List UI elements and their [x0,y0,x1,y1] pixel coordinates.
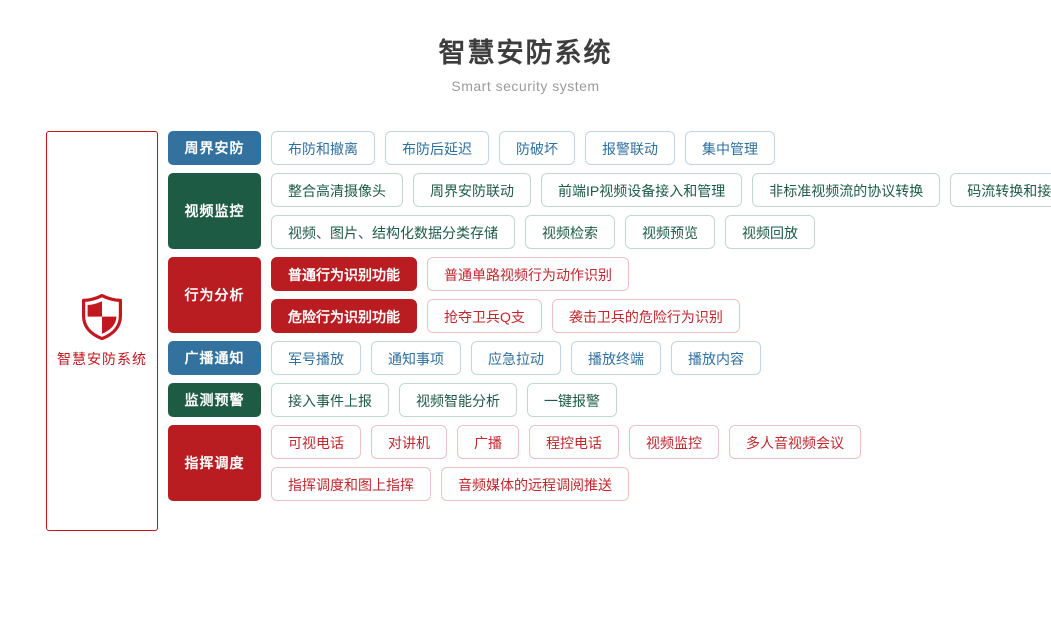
item-line: 可视电话 对讲机 广播 程控电话 视频监控 多人音视频会议 [271,425,1051,459]
category-rows: 周界安防 布防和撤离 布防后延迟 防破坏 报警联动 集中管理 视频监控 整合高清… [168,131,1051,501]
feature-item[interactable]: 广播 [457,425,519,459]
row-perimeter-security: 周界安防 布防和撤离 布防后延迟 防破坏 报警联动 集中管理 [168,131,1051,165]
feature-item[interactable]: 程控电话 [529,425,619,459]
feature-item[interactable]: 视频、图片、结构化数据分类存储 [271,215,515,249]
items-video-surveillance: 整合高清摄像头 周界安防联动 前端IP视频设备接入和管理 非标准视频流的协议转换… [271,173,1051,249]
items-broadcast-notification: 军号播放 通知事项 应急拉动 播放终端 播放内容 [271,341,1051,375]
feature-item[interactable]: 周界安防联动 [413,173,531,207]
row-command-dispatch: 指挥调度 可视电话 对讲机 广播 程控电话 视频监控 多人音视频会议 指挥调度和… [168,425,1051,501]
category-label-command-dispatch[interactable]: 指挥调度 [168,425,261,501]
feature-item[interactable]: 通知事项 [371,341,461,375]
item-line: 视频、图片、结构化数据分类存储 视频检索 视频预览 视频回放 [271,215,1051,249]
row-video-surveillance: 视频监控 整合高清摄像头 周界安防联动 前端IP视频设备接入和管理 非标准视频流… [168,173,1051,249]
item-line: 危险行为识别功能 抢夺卫兵Q支 袭击卫兵的危险行为识别 [271,299,1051,333]
shield-icon [81,293,123,340]
feature-item[interactable]: 播放终端 [571,341,661,375]
feature-item[interactable]: 视频预览 [625,215,715,249]
feature-item[interactable]: 视频检索 [525,215,615,249]
category-label-video-surveillance[interactable]: 视频监控 [168,173,261,249]
feature-item[interactable]: 接入事件上报 [271,383,389,417]
feature-item-highlighted[interactable]: 普通行为识别功能 [271,257,417,291]
feature-item[interactable]: 报警联动 [585,131,675,165]
category-label-monitoring-alert[interactable]: 监测预警 [168,383,261,417]
feature-item[interactable]: 码流转换和接口转换 [950,173,1051,207]
feature-item[interactable]: 播放内容 [671,341,761,375]
category-label-broadcast-notification[interactable]: 广播通知 [168,341,261,375]
feature-item[interactable]: 多人音视频会议 [729,425,861,459]
feature-item[interactable]: 音频媒体的远程调阅推送 [441,467,629,501]
feature-item[interactable]: 视频监控 [629,425,719,459]
feature-item[interactable]: 对讲机 [371,425,447,459]
row-monitoring-alert: 监测预警 接入事件上报 视频智能分析 一键报警 [168,383,1051,417]
feature-item[interactable]: 应急拉动 [471,341,561,375]
item-line: 接入事件上报 视频智能分析 一键报警 [271,383,1051,417]
brand-label: 智慧安防系统 [57,350,147,367]
category-label-perimeter-security[interactable]: 周界安防 [168,131,261,165]
item-line: 军号播放 通知事项 应急拉动 播放终端 播放内容 [271,341,1051,375]
feature-item[interactable]: 集中管理 [685,131,775,165]
architecture-board: 智慧安防系统 周界安防 布防和撤离 布防后延迟 防破坏 报警联动 集中管理 视频… [46,131,1051,531]
page-title: 智慧安防系统 [438,38,613,68]
row-behavior-analysis: 行为分析 普通行为识别功能 普通单路视频行为动作识别 危险行为识别功能 抢夺卫兵… [168,257,1051,333]
feature-item[interactable]: 普通单路视频行为动作识别 [427,257,629,291]
feature-item[interactable]: 视频智能分析 [399,383,517,417]
item-line: 布防和撤离 布防后延迟 防破坏 报警联动 集中管理 [271,131,1051,165]
feature-item[interactable]: 视频回放 [725,215,815,249]
items-behavior-analysis: 普通行为识别功能 普通单路视频行为动作识别 危险行为识别功能 抢夺卫兵Q支 袭击… [271,257,1051,333]
item-line: 普通行为识别功能 普通单路视频行为动作识别 [271,257,1051,291]
feature-item[interactable]: 可视电话 [271,425,361,459]
feature-item-highlighted[interactable]: 危险行为识别功能 [271,299,417,333]
feature-item[interactable]: 非标准视频流的协议转换 [752,173,941,207]
brand-panel: 智慧安防系统 [46,131,158,531]
category-label-behavior-analysis[interactable]: 行为分析 [168,257,261,333]
feature-item[interactable]: 指挥调度和图上指挥 [271,467,431,501]
feature-item[interactable]: 防破坏 [499,131,575,165]
feature-item[interactable]: 前端IP视频设备接入和管理 [541,173,743,207]
items-monitoring-alert: 接入事件上报 视频智能分析 一键报警 [271,383,1051,417]
feature-item[interactable]: 军号播放 [271,341,361,375]
row-broadcast-notification: 广播通知 军号播放 通知事项 应急拉动 播放终端 播放内容 [168,341,1051,375]
page-header: 智慧安防系统 Smart security system [0,0,1051,95]
feature-item[interactable]: 一键报警 [527,383,617,417]
feature-item[interactable]: 布防后延迟 [385,131,489,165]
item-line: 指挥调度和图上指挥 音频媒体的远程调阅推送 [271,467,1051,501]
feature-item[interactable]: 袭击卫兵的危险行为识别 [551,299,740,333]
feature-item[interactable]: 抢夺卫兵Q支 [427,299,542,333]
item-line: 整合高清摄像头 周界安防联动 前端IP视频设备接入和管理 非标准视频流的协议转换… [271,173,1051,207]
feature-item[interactable]: 整合高清摄像头 [271,173,403,207]
page-subtitle: Smart security system [451,78,600,94]
feature-item[interactable]: 布防和撤离 [271,131,375,165]
items-perimeter-security: 布防和撤离 布防后延迟 防破坏 报警联动 集中管理 [271,131,1051,165]
items-command-dispatch: 可视电话 对讲机 广播 程控电话 视频监控 多人音视频会议 指挥调度和图上指挥 … [271,425,1051,501]
